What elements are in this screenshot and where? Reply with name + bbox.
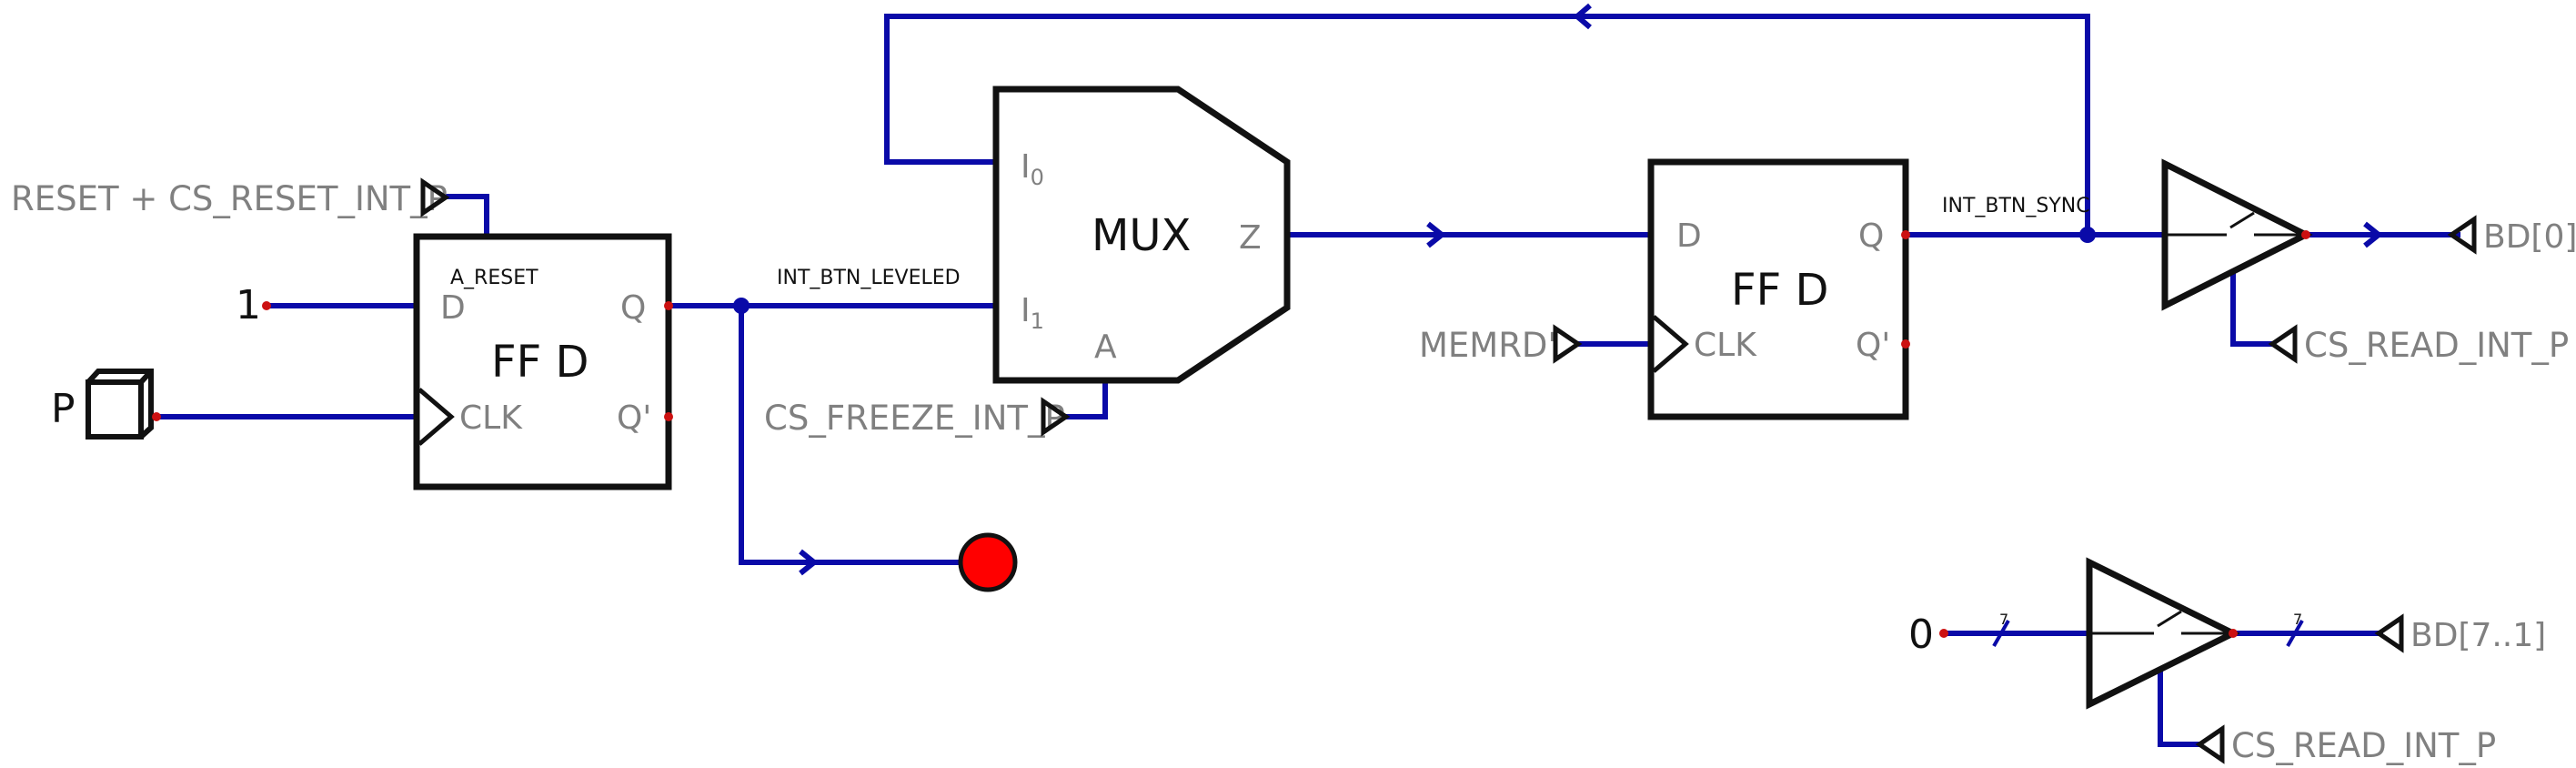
ff1-clock-icon: [418, 388, 455, 446]
port-triangle-icon: [1041, 397, 1071, 437]
led: [958, 532, 1018, 592]
wire-to-led: [739, 306, 961, 565]
port-triangle-icon: [2268, 324, 2298, 364]
bus-width-out: 7: [2293, 611, 2302, 628]
net-label-leveled: INT_BTN_LEVELED: [777, 267, 961, 289]
ff1-pin-d: D: [440, 289, 466, 327]
freeze-label: CS_FREEZE_INT_P: [764, 399, 1065, 438]
const-one-label: 1: [236, 282, 261, 328]
port-triangle-icon: [2447, 215, 2477, 255]
port-triangle-icon: [2374, 613, 2404, 653]
ff2-pin-clk: CLK: [1694, 327, 1757, 364]
wire-freeze: [1064, 380, 1108, 419]
const-one-terminal: [262, 301, 271, 310]
mux-pin-a: A: [1094, 328, 1117, 366]
output-bd0[interactable]: BD[0]: [2447, 215, 2576, 256]
led-indicator-icon: [958, 532, 1018, 592]
junction-sync: [2079, 227, 2096, 243]
arrow-led: [799, 549, 819, 576]
read-port-2[interactable]: CS_READ_INT_P: [2195, 724, 2496, 765]
mux-pin-z: Z: [1239, 219, 1262, 257]
reset-label: RESET + CS_RESET_INT_P: [11, 179, 448, 218]
arrow-bd0: [2363, 221, 2383, 248]
read-1-label: CS_READ_INT_P: [2304, 326, 2569, 365]
wire-enable-2: [2158, 669, 2201, 747]
bd0-label: BD[0]: [2483, 218, 2576, 256]
ff2-title: FF D: [1731, 265, 1828, 316]
tristate-buffer-2[interactable]: [2086, 557, 2240, 710]
bd71-label: BD[7..1]: [2410, 617, 2546, 654]
bus-slash-in: [1992, 620, 2010, 647]
bus-width-in: 7: [1999, 611, 2008, 628]
net-label-sync: INT_BTN_SYNC: [1942, 195, 2090, 217]
mux-pin-i0: I0: [1021, 148, 1044, 190]
multiplexer[interactable]: I0 I1 MUX Z A: [992, 86, 1291, 384]
wire-enable-1: [2230, 268, 2274, 347]
output-bd71[interactable]: BD[7..1]: [2374, 613, 2546, 654]
ff1-pin-clk: CLK: [459, 399, 523, 437]
push-button-icon: [86, 369, 154, 440]
wires: [156, 3, 2460, 747]
tristate-buffer-1[interactable]: [2161, 158, 2313, 311]
junction-leveled: [733, 298, 750, 314]
ff1-title: FF D: [491, 337, 589, 388]
read-port-1[interactable]: CS_READ_INT_P: [2268, 324, 2569, 365]
port-triangle-icon: [1553, 324, 1583, 364]
freeze-port[interactable]: CS_FREEZE_INT_P: [764, 397, 1071, 438]
ff2-pin-d: D: [1676, 217, 1702, 255]
read-2-label: CS_READ_INT_P: [2231, 726, 2496, 765]
memrd-port[interactable]: MEMRD': [1419, 324, 1583, 365]
port-triangle-icon: [420, 177, 450, 217]
ff1-pin-q: Q: [620, 289, 646, 327]
mux-pin-i1: I1: [1021, 292, 1044, 334]
reset-port[interactable]: RESET + CS_RESET_INT_P: [11, 177, 450, 218]
ff2-pin-q: Q: [1858, 217, 1884, 255]
push-button[interactable]: P: [51, 369, 161, 440]
port-triangle-icon: [2195, 724, 2225, 764]
wire-feedback: [884, 14, 2090, 235]
memrd-label: MEMRD': [1419, 326, 1557, 365]
ff2-clock-icon: [1652, 315, 1689, 373]
mux-title: MUX: [1092, 210, 1191, 261]
ff1-attr: A_RESET: [450, 267, 538, 289]
ff2-pin-qn: Q': [1856, 327, 1890, 364]
arrow-feedback: [1573, 3, 1592, 30]
arrow-mux-out: [1426, 221, 1446, 248]
wire-reset: [444, 194, 489, 237]
button-label: P: [51, 386, 75, 432]
flip-flop-1[interactable]: A_RESET D Q FF D CLK Q': [413, 233, 673, 490]
const-zero-label: 0: [1908, 611, 1934, 658]
bus-slash-out: [2286, 620, 2304, 647]
flip-flop-2[interactable]: D Q FF D CLK Q': [1647, 158, 1910, 420]
ff1-pin-qn: Q': [617, 399, 651, 437]
